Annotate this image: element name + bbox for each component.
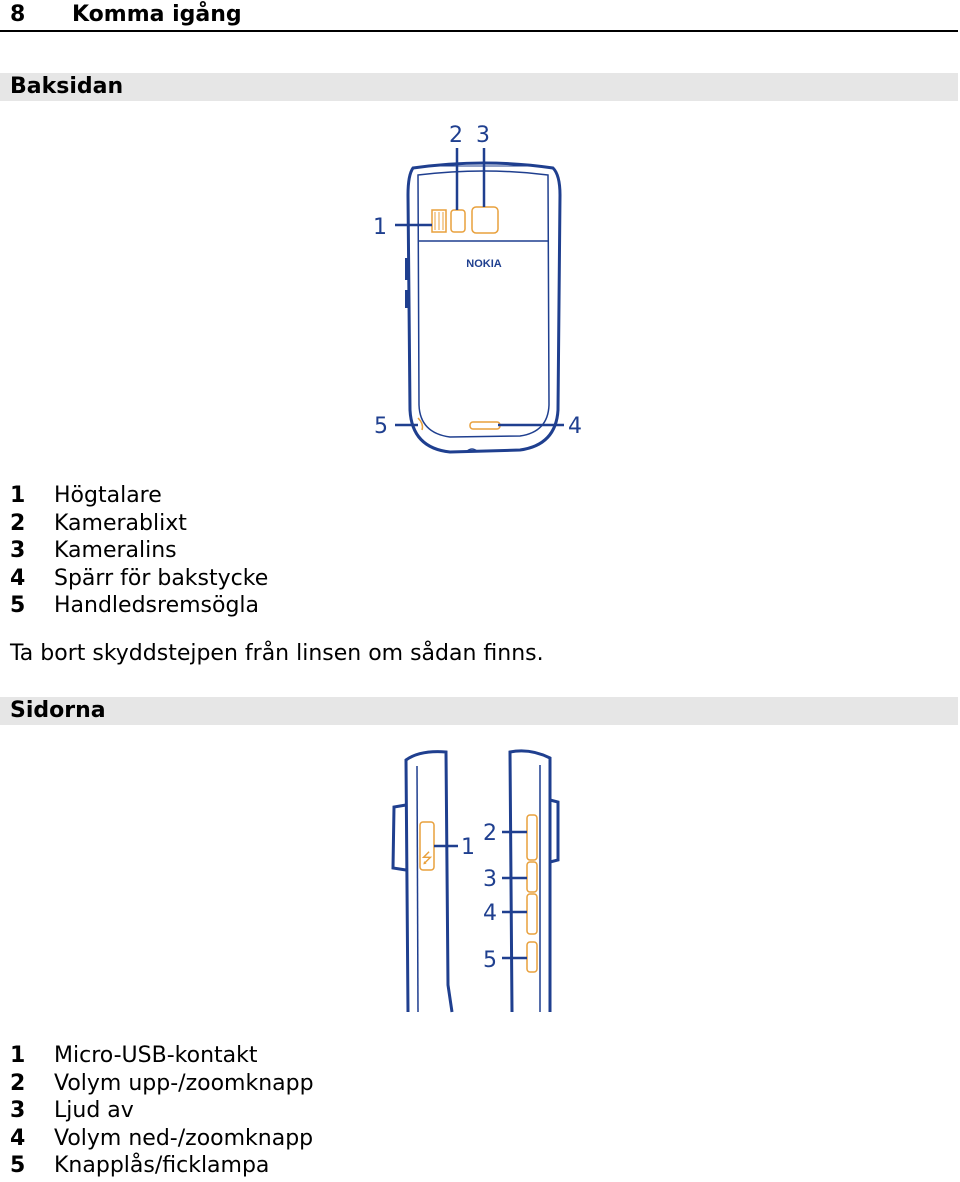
phone-back-illustration: NOKIA 1 2 3 4 5 xyxy=(373,123,582,454)
bottom-connector xyxy=(465,448,479,453)
phone-left-side-view: ⭍ xyxy=(391,750,454,1013)
callout-2: 2 xyxy=(449,123,463,148)
callout-4: 4 xyxy=(568,414,582,439)
phone-back-body xyxy=(406,161,562,454)
side-callout-1: 1 xyxy=(461,835,475,860)
chapter-title: Komma igång xyxy=(72,2,242,27)
phone-right-side-view xyxy=(508,749,560,1013)
side-callout-4: 4 xyxy=(483,901,497,926)
lock-key xyxy=(526,941,538,973)
page-header: 8 Komma igång xyxy=(0,0,958,32)
speaker-grille xyxy=(431,209,447,233)
wrist-strap-eyelet xyxy=(417,417,424,431)
section-heading-back: Baksidan xyxy=(0,73,958,101)
section-title-back: Baksidan xyxy=(10,74,124,99)
section-heading-sides: Sidorna xyxy=(0,697,958,725)
side-callout-5: 5 xyxy=(483,948,497,973)
callout-1: 1 xyxy=(373,215,387,240)
side-callout-3: 3 xyxy=(483,867,497,892)
mute-key xyxy=(526,861,538,893)
section-title-sides: Sidorna xyxy=(10,698,106,723)
usb-icon: ⭍ xyxy=(421,851,433,867)
brand-logo: NOKIA xyxy=(466,258,502,270)
phone-back-panel xyxy=(417,170,550,438)
callout-3: 3 xyxy=(476,123,490,148)
side-key xyxy=(405,290,409,308)
side-key xyxy=(405,258,409,280)
volume-up-key xyxy=(526,814,538,861)
volume-down-key xyxy=(526,893,538,935)
phone-sides-illustration: ⭍ 1 2 3 4 5 xyxy=(391,749,560,1013)
callout-5: 5 xyxy=(374,414,388,439)
page-number: 8 xyxy=(10,2,26,27)
lens-tape-note: Ta bort skyddstejpen från linsen om såda… xyxy=(10,641,544,666)
side-callout-2: 2 xyxy=(483,821,497,846)
